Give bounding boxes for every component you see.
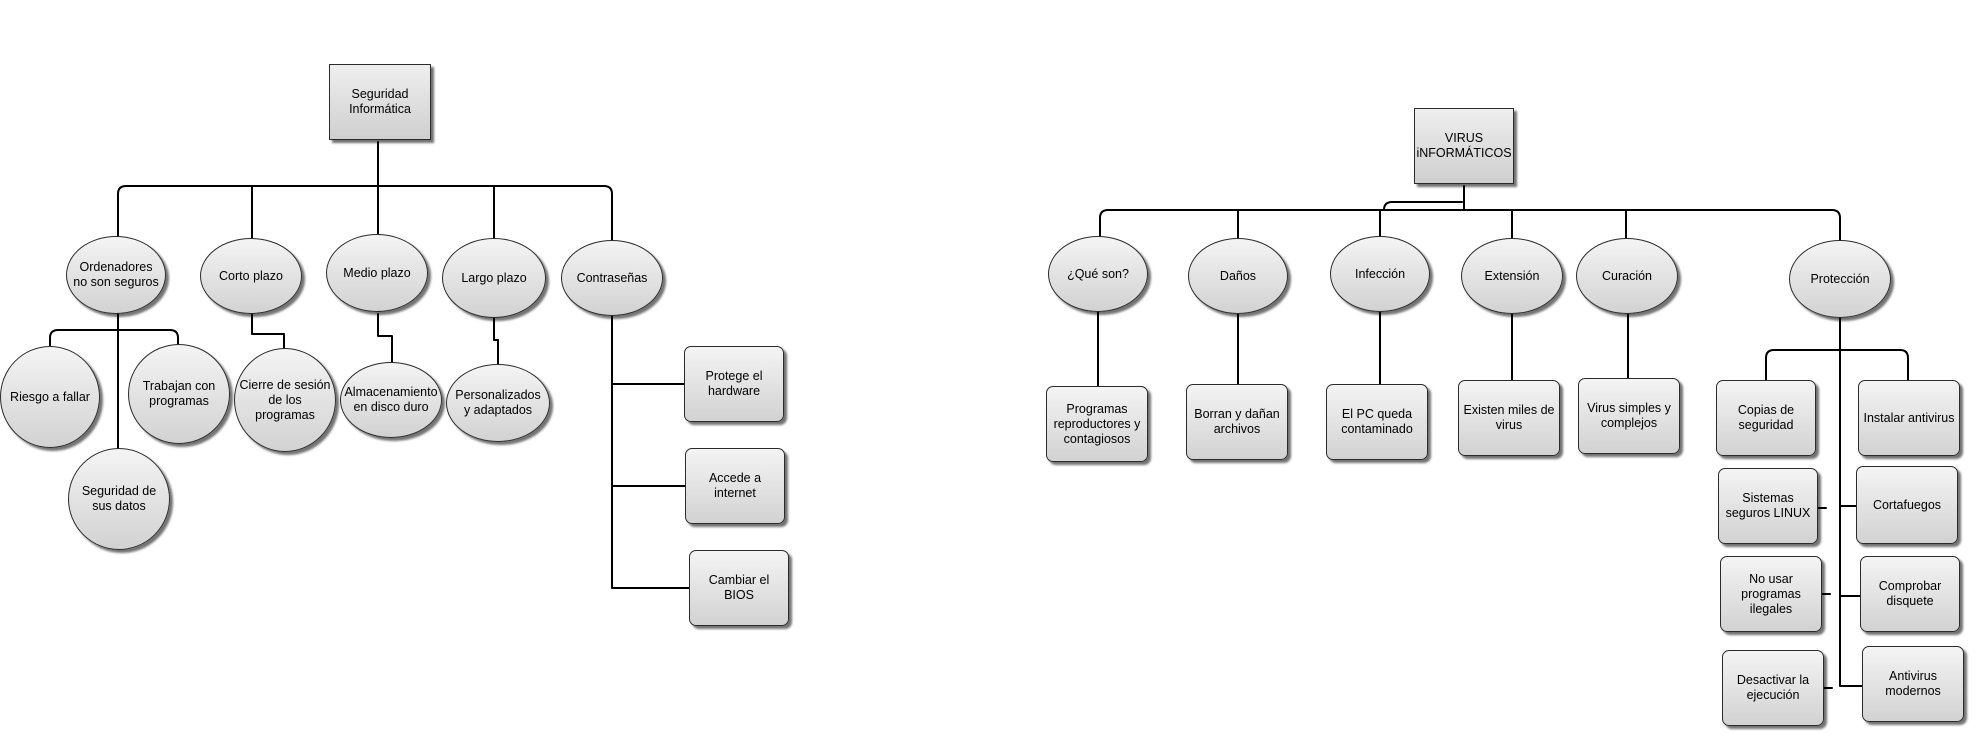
node-contrasenas: Contraseñas [561,240,663,316]
connector-bus-right [1099,209,1841,241]
node-virus-informaticos: VIRUS iNFORMÁTICOS [1414,108,1514,184]
node-virus-simples-complejos: Virus simples y complejos [1578,378,1680,454]
node-personalizados-adaptados: Personalizados y adaptados [446,364,550,442]
node-miles-de-virus: Existen miles de virus [1458,380,1560,456]
node-accede-a-internet: Accede a internet [685,448,785,524]
node-desactivar-la-ejecucion: Desactivar la ejecución [1722,650,1824,726]
node-programas-reproductores: Programas reproductores y contagiosos [1046,386,1148,462]
node-proteccion: Protección [1789,240,1891,318]
node-trabajan-con-programas: Trabajan con programas [128,344,230,444]
connector-contrasenas-children [611,315,690,589]
node-infeccion: Infección [1330,236,1430,312]
node-riesgo-a-fallar: Riesgo a fallar [0,346,100,448]
node-antivirus-modernos: Antivirus modernos [1862,646,1964,722]
connector-proteccion-children [1765,317,1909,689]
connector-bus-left [117,185,613,271]
node-sistemas-seguros-linux: Sistemas seguros LINUX [1718,468,1818,544]
node-seguridad-informatica: Seguridad Informática [329,64,431,140]
connector-largo-personalizados [493,317,499,365]
node-seguridad-de-sus-datos: Seguridad de sus datos [68,448,170,550]
connector-ordenadores-children [49,313,179,449]
node-cortafuegos: Cortafuegos [1856,466,1958,544]
node-corto-plazo: Corto plazo [200,238,302,314]
node-cambiar-el-bios: Cambiar el BIOS [689,550,789,626]
connector-upper-bus-right [1383,201,1463,211]
node-almacenamiento-disco-duro: Almacenamiento en disco duro [340,362,442,438]
node-pc-contaminado: El PC queda contaminado [1326,384,1428,460]
node-que-son: ¿Qué son? [1048,236,1148,312]
node-extension: Extensión [1461,238,1563,314]
node-borran-y-danan: Borran y dañan archivos [1186,384,1288,460]
node-protege-el-hardware: Protege el hardware [684,346,784,422]
node-ordenadores-no-son-seguros: Ordenadores no son seguros [66,236,166,314]
node-instalar-antivirus: Instalar antivirus [1858,380,1960,456]
node-cierre-de-sesion: Cierre de sesión de los programas [234,348,336,452]
node-no-usar-programas-ilegales: No usar programas ilegales [1720,556,1822,632]
node-largo-plazo: Largo plazo [442,238,546,318]
node-medio-plazo: Medio plazo [326,234,428,312]
node-curacion: Curación [1576,238,1678,314]
node-comprobar-disquete: Comprobar disquete [1860,556,1960,632]
connector-corto-cierre [251,313,285,349]
node-copias-de-seguridad: Copias de seguridad [1716,380,1816,456]
node-danos: Daños [1188,238,1288,314]
connector-medio-almacenamiento [377,313,393,363]
